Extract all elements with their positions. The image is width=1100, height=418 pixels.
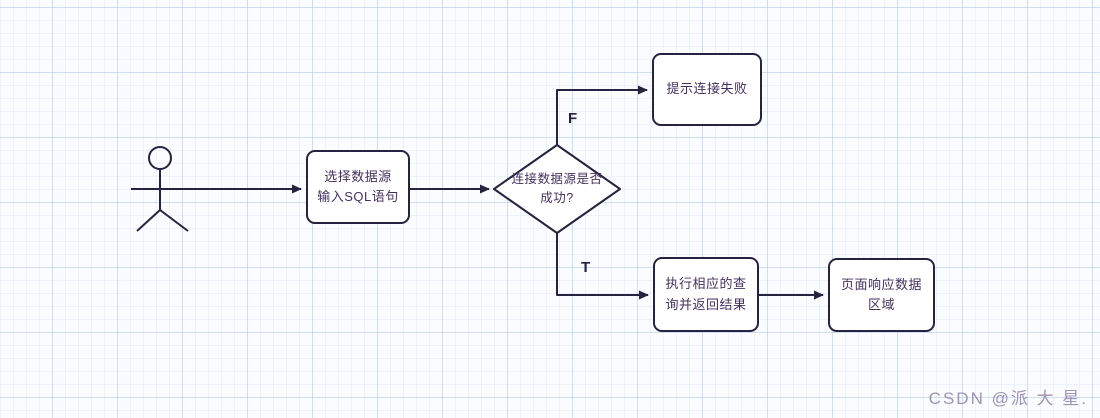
node-connection-failed: 提示连接失败: [652, 53, 762, 126]
node-execute-query: 执行相应的查 询并返回结果: [653, 257, 759, 332]
edge-decision-to-fail: [556, 85, 648, 145]
node-decision-label: 连接数据源是否 成功?: [511, 172, 603, 205]
csdn-watermark: CSDN @派 大 星.: [928, 389, 1088, 408]
branch-label-true: T: [581, 259, 591, 276]
node-select-datasource: 选择数据源 输入SQL语句: [306, 150, 410, 224]
branch-label-false: F: [568, 110, 578, 127]
edge-decision-to-query: [556, 233, 649, 300]
actor-right-leg: [159, 209, 189, 232]
actor-head: [148, 146, 172, 170]
actor-left-leg: [136, 209, 161, 232]
decision-diamond-shape: [493, 144, 621, 234]
node-page-response: 页面响应数据 区域: [828, 258, 935, 332]
